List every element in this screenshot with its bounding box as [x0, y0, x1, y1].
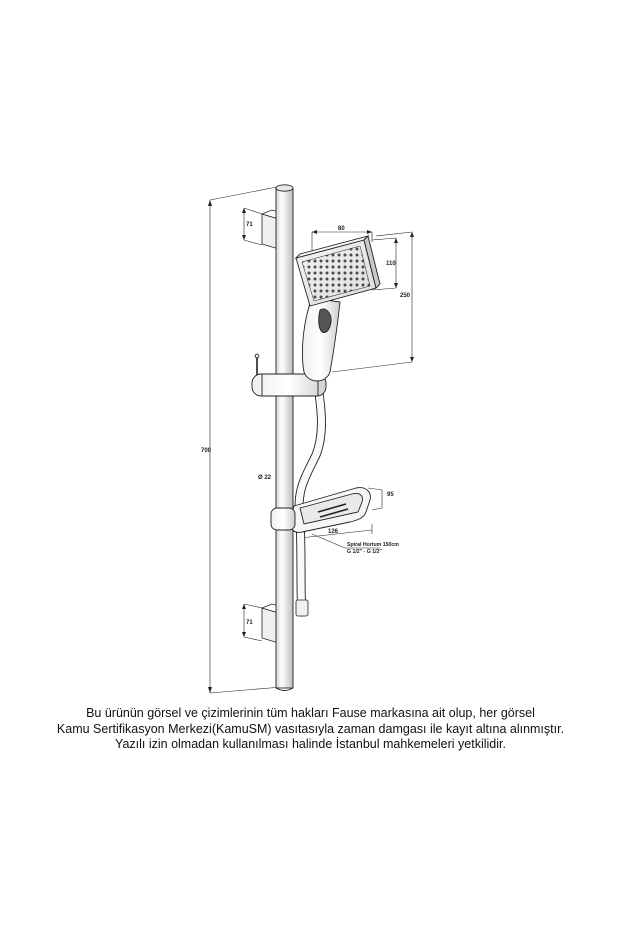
- dim-bracket-top: 71: [246, 222, 253, 228]
- hose-note-line1: Spiral Hortum 150cm: [347, 542, 399, 548]
- dim-head-depth: 110: [386, 261, 396, 267]
- dim-head-width: 80: [338, 226, 345, 232]
- notice-line-2: Kamu Sertifikasyon Merkezi(KamuSM) vasıt…: [56, 721, 565, 736]
- soap-dish: [270, 487, 371, 533]
- slider-holder: [251, 353, 327, 397]
- dim-bracket-bottom: 71: [246, 620, 253, 626]
- notice-line-3: Yazılı izin olmadan kullanılması halinde…: [115, 737, 506, 751]
- hose-connector: [295, 599, 309, 617]
- product-technical-drawing: 700 71 71 80 110 250 Ø 22 95 126 Spiral …: [201, 184, 414, 694]
- slide-bar: [275, 184, 294, 691]
- dim-head-length: 250: [400, 293, 411, 299]
- notice-line-1: Bu ürünün görsel ve çizimlerinin tüm hak…: [86, 706, 535, 720]
- dim-bar-diameter: Ø 22: [258, 475, 272, 481]
- dim-soap-dish-width: 126: [328, 529, 339, 535]
- hand-shower: [294, 235, 381, 382]
- dim-total-height: 700: [201, 448, 212, 454]
- copyright-notice: Bu ürünün görsel ve çizimlerinin tüm hak…: [0, 706, 621, 753]
- hose-note-line2: G 1/2" - G 1/2": [347, 549, 382, 555]
- dimension-ticks: [208, 200, 414, 693]
- dim-soap-dish-depth: 95: [387, 492, 394, 498]
- dimension-labels: 700 71 71 80 110 250 Ø 22 95 126 Spiral …: [201, 222, 411, 626]
